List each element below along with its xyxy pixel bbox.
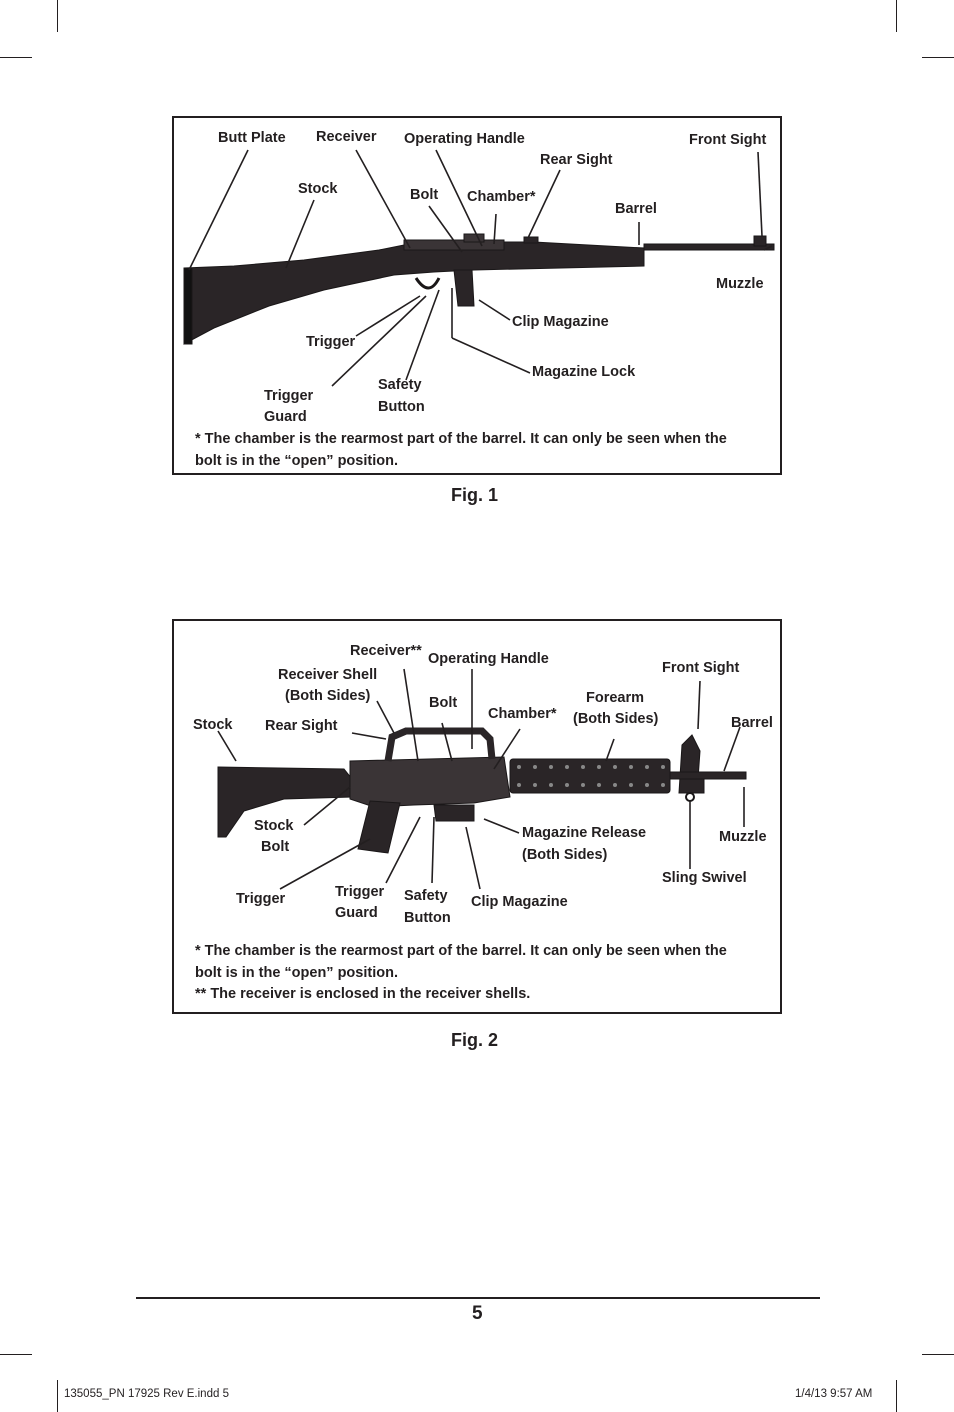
label-magazine-release-line2: (Both Sides) [522,847,608,863]
figure-2-box: Receiver** Operating Handle Receiver She… [172,619,782,1014]
label-muzzle: Muzzle [716,276,764,292]
label-clip-magazine: Clip Magazine [512,314,609,330]
label-sling-swivel: Sling Swivel [662,870,747,886]
label-trigger: Trigger [236,891,286,907]
label-stock-bolt-line2: Bolt [261,839,290,855]
label-magazine-release-line1: Magazine Release [522,825,647,841]
forearm-rail-dots [517,765,665,787]
label-trigger-guard-line1: Trigger [335,884,385,900]
label-bolt: Bolt [429,695,458,711]
label-stock: Stock [298,181,338,197]
carbine-illustration [217,668,747,890]
label-clip-magazine: Clip Magazine [471,894,568,910]
label-receiver: Receiver** [350,643,422,659]
note-line: ** The receiver is enclosed in the recei… [195,986,531,1002]
label-forearm-line2: (Both Sides) [573,711,659,727]
label-safety-button-line2: Button [378,399,425,415]
figure-2-note: * The chamber is the rearmost part of th… [195,941,770,1006]
label-receiver-shell-line2: (Both Sides) [285,688,371,704]
figure-2-caption: Fig. 2 [451,1030,499,1050]
footer-rule [136,1297,820,1299]
page-number: 5 [472,1303,483,1324]
rifle-drawing [183,233,775,345]
label-trigger-guard-line2: Guard [264,409,307,425]
label-rear-sight: Rear Sight [540,152,613,168]
label-receiver: Receiver [316,129,377,145]
label-butt-plate: Butt Plate [218,130,286,146]
crop-mark [57,0,58,32]
label-barrel: Barrel [615,201,657,217]
label-bolt: Bolt [410,187,439,203]
label-muzzle: Muzzle [719,829,767,845]
label-trigger-guard-line1: Trigger [264,388,314,404]
note-line: bolt is in the “open” position. [195,964,398,981]
carbine-drawing [217,727,747,854]
rifle-illustration [183,149,775,387]
label-trigger-guard-line2: Guard [335,905,378,921]
label-trigger: Trigger [306,334,356,350]
label-barrel: Barrel [731,715,773,731]
label-safety-button-line2: Button [404,910,451,926]
label-safety-button-line1: Safety [378,377,422,393]
figure-1-box: Butt Plate Receiver Operating Handle Fro… [172,116,782,475]
label-front-sight: Front Sight [689,132,767,148]
note-line: * The chamber is the rearmost part of th… [195,943,727,959]
label-stock-bolt-line1: Stock [254,818,294,834]
figure-1-caption: Fig. 1 [451,485,499,505]
file-slug: 135055_PN 17925 Rev E.indd 5 [64,1388,229,1400]
figure-1-note: * The chamber is the rearmost part of th… [195,429,770,472]
label-operating-handle: Operating Handle [428,651,549,667]
crop-mark [0,1354,32,1355]
crop-mark [896,1380,897,1412]
date-slug: 1/4/13 9:57 AM [795,1388,873,1400]
note-line: bolt is in the “open” position. [195,452,398,469]
label-safety-button-line1: Safety [404,888,448,904]
crop-mark [922,57,954,58]
label-chamber: Chamber* [488,706,557,722]
label-receiver-shell-line1: Receiver Shell [278,667,378,683]
crop-mark [0,57,32,58]
label-front-sight: Front Sight [662,660,740,676]
label-forearm-line1: Forearm [586,690,645,706]
label-rear-sight: Rear Sight [265,718,338,734]
label-operating-handle: Operating Handle [404,131,525,147]
leader-lines [188,149,773,387]
crop-mark [896,0,897,32]
note-line: * The chamber is the rearmost part of th… [195,431,727,447]
leader-lines [217,668,745,890]
crop-mark [57,1380,58,1412]
label-magazine-lock: Magazine Lock [532,364,636,380]
label-stock: Stock [193,717,233,733]
crop-mark [922,1354,954,1355]
label-chamber: Chamber* [467,189,536,205]
